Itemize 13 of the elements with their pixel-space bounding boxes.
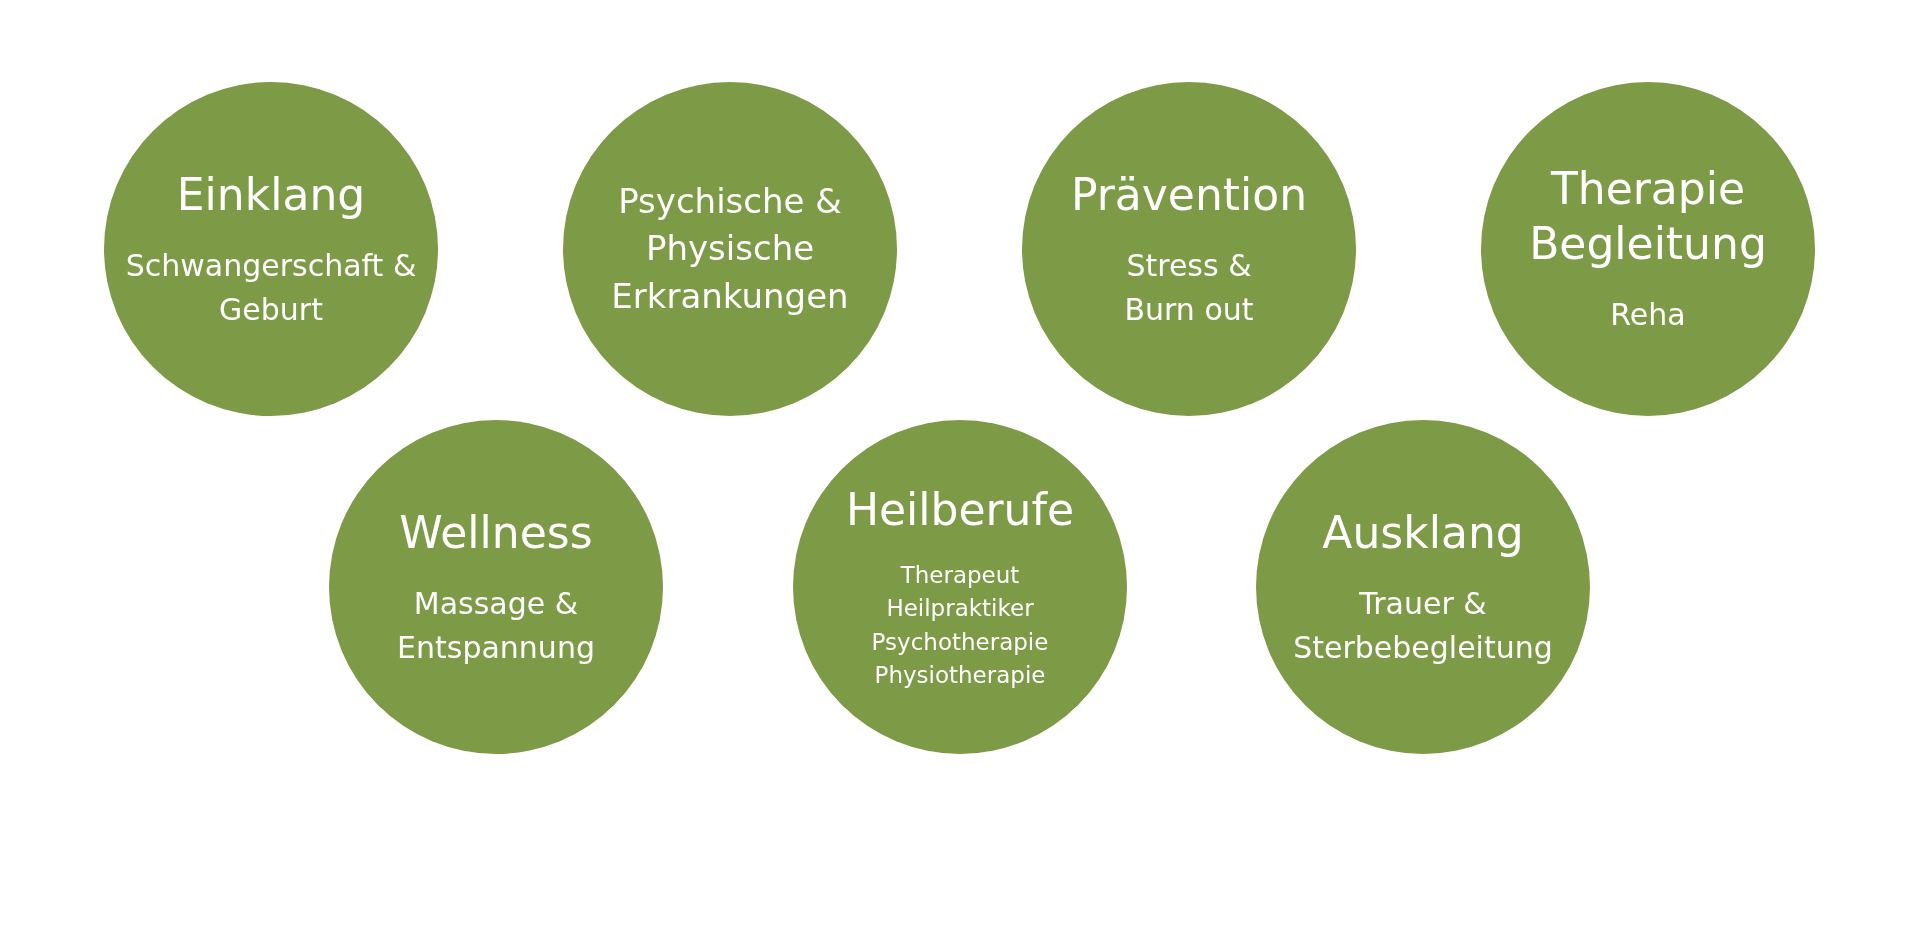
circle-subtitle: Therapeut Heilpraktiker Psychotherapie Physiotherapie: [870, 560, 1050, 690]
circle-subtitle: Stress & Burn out: [1123, 247, 1255, 329]
circle-heading: Einklang: [176, 168, 366, 222]
circle-heading: Wellness: [399, 506, 593, 560]
circle-subtitle: Massage & Entspannung: [396, 585, 596, 667]
circle-heading: Heilberufe: [845, 482, 1075, 537]
circle-subtitle: Schwangerschaft & Geburt: [124, 247, 418, 329]
circle-title: Psychische & Physische Erkrankungen: [610, 179, 850, 318]
circle-subtitle: Trauer & Sterbebegleitung: [1292, 585, 1554, 667]
circle-heading: Therapie Begleitung: [1528, 162, 1768, 272]
circle-subtitle: Reha: [1610, 296, 1686, 335]
circle-heading: Ausklang: [1322, 506, 1524, 560]
circle-heading: Prävention: [1070, 168, 1308, 222]
